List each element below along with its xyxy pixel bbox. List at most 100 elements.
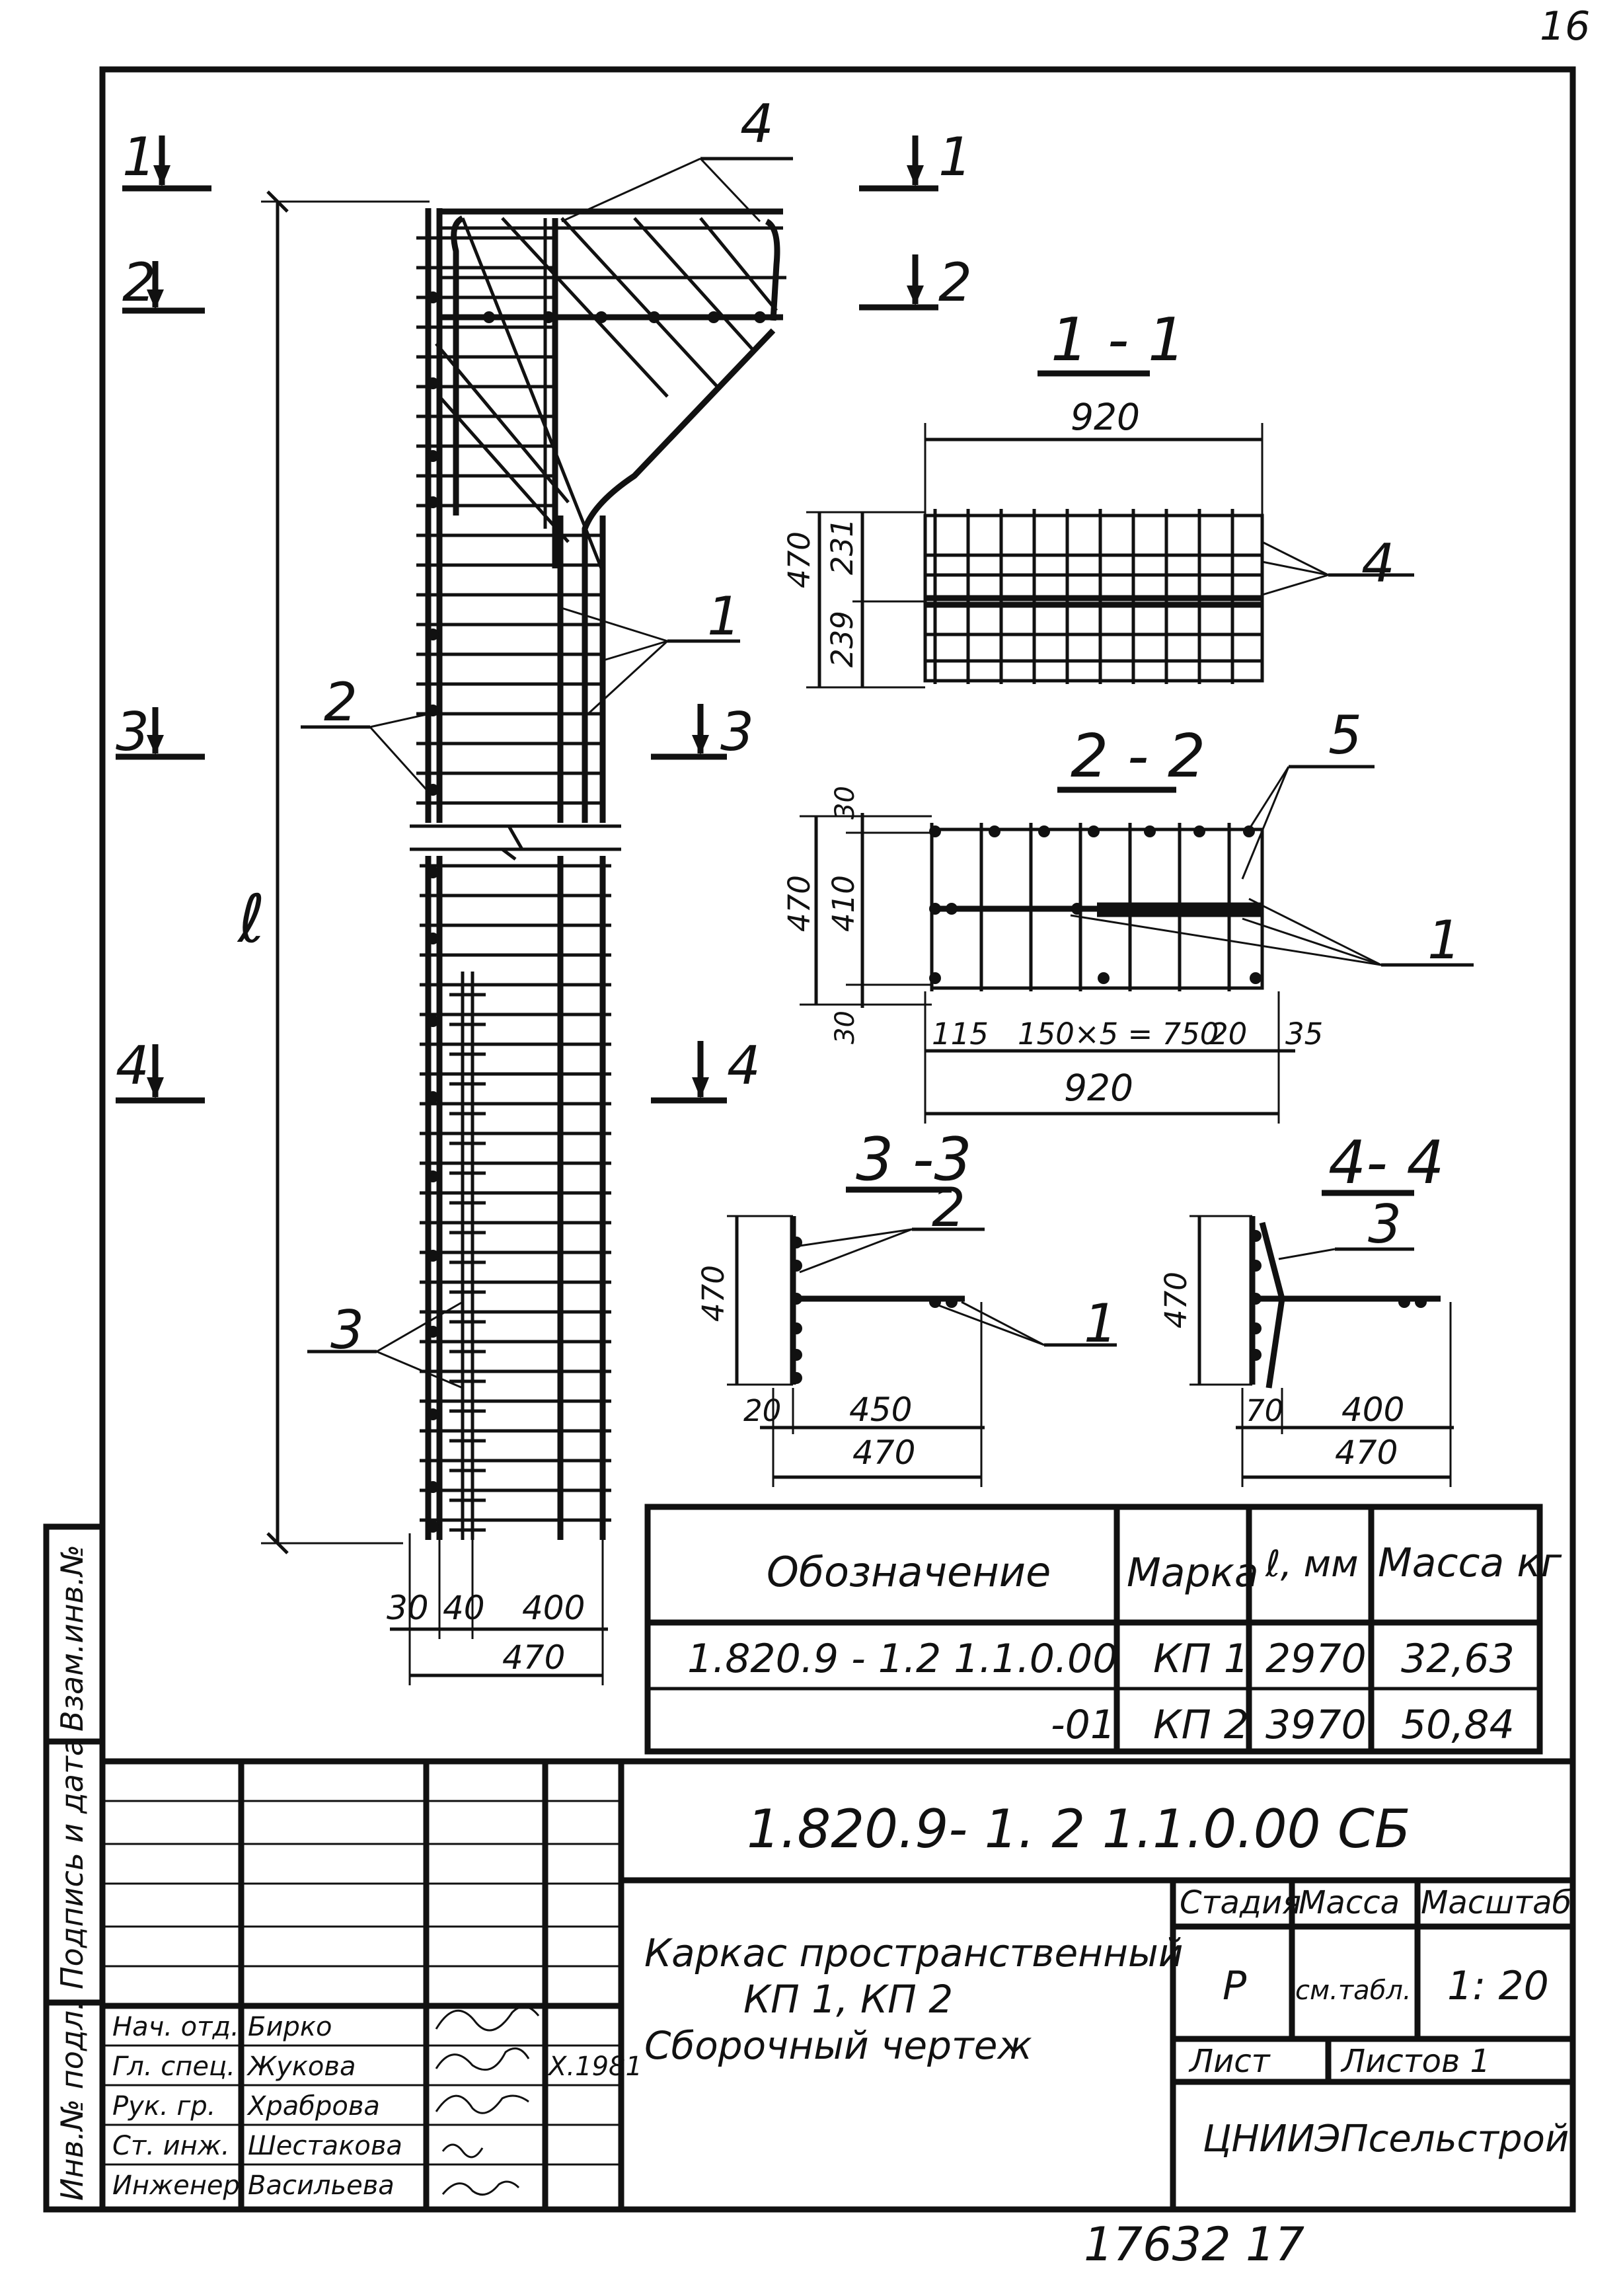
main-elevation-view: ℓ bbox=[237, 93, 793, 1685]
section-4-4-d70: 70 bbox=[1246, 1393, 1283, 1428]
staff-role-3: Рук. гр. bbox=[112, 2091, 216, 2122]
signature-3 bbox=[435, 2094, 529, 2114]
mass-value: см.табл. bbox=[1295, 1975, 1412, 2006]
stage-label: Стадия bbox=[1180, 1884, 1301, 1921]
table-r1-mass: 32,63 bbox=[1401, 1636, 1515, 1682]
section-4-4-callout: 3 bbox=[1368, 1194, 1402, 1255]
callout-4: 4 bbox=[740, 93, 774, 155]
side-podpis: Подпись и дата bbox=[54, 1738, 90, 1989]
table-header-length: ℓ, мм bbox=[1265, 1543, 1359, 1585]
section-4-4-height: 470 bbox=[1158, 1272, 1193, 1328]
staff-name-1: Бирко bbox=[248, 2012, 332, 2042]
side-vzam: Взам.инв.№ bbox=[54, 1545, 90, 1732]
section-4-4-d400: 400 bbox=[1341, 1391, 1404, 1429]
mass-label: Масса bbox=[1299, 1884, 1400, 1921]
table-header-mark: Марка bbox=[1127, 1550, 1259, 1596]
section-1-1-width: 920 bbox=[1071, 396, 1140, 438]
section-1-1-callout: 4 bbox=[1361, 533, 1395, 594]
table-header-mass: Масса кг bbox=[1378, 1540, 1562, 1586]
section-4-4-title: 4- 4 bbox=[1328, 1128, 1445, 1198]
section-mark-2-right: 2 bbox=[938, 252, 972, 313]
section-1-1-height: 470 bbox=[782, 531, 817, 588]
section-2-2-h-top: 30 bbox=[830, 786, 860, 820]
section-2-2-callout-top: 5 bbox=[1328, 705, 1362, 766]
scale-value: 1: 20 bbox=[1447, 1963, 1549, 2009]
side-strip: Взам.инв.№ Подпись и дата Инв.№ подл. bbox=[43, 1523, 106, 2213]
section-1-1-h-top: 231 bbox=[825, 518, 860, 575]
table-r2-mass: 50,84 bbox=[1401, 1702, 1515, 1748]
signature-4 bbox=[441, 2143, 484, 2159]
section-1-1-title: 1 - 1 bbox=[1051, 305, 1186, 375]
callout-2: 2 bbox=[324, 671, 358, 733]
staff-role-4: Ст. инж. bbox=[112, 2131, 230, 2161]
length-label: ℓ bbox=[237, 880, 265, 958]
section-2-2-d750: 150×5 = 750 bbox=[1018, 1016, 1219, 1052]
table-r1-mark: КП 1 bbox=[1153, 1636, 1249, 1682]
signature-1 bbox=[435, 2005, 540, 2032]
section-mark-4-left: 4 bbox=[116, 1035, 149, 1096]
callout-1: 1 bbox=[707, 586, 741, 647]
title-block: 1.820.9- 1. 2 1.1.0.00 СБ Каркас простра… bbox=[99, 1761, 1573, 2209]
organization: ЦНИИЭПсельстрой bbox=[1203, 2118, 1569, 2161]
dim-470: 470 bbox=[502, 1638, 565, 1677]
dim-400: 400 bbox=[522, 1589, 585, 1627]
section-2-2-title: 2 - 2 bbox=[1071, 722, 1205, 791]
section-2-2: 2 - 2 5 1 470 410 30 30 115 150×5 = 750 … bbox=[782, 705, 1474, 1124]
section-4-4: 4- 4 3 470 70 400 470 bbox=[1158, 1128, 1454, 1487]
section-mark-4-right: 4 bbox=[727, 1035, 761, 1096]
signature-2 bbox=[435, 2047, 530, 2071]
section-3-3-height: 470 bbox=[696, 1265, 731, 1322]
title-line-1: Каркас пространственный bbox=[644, 1931, 1183, 1975]
section-2-2-callout-right: 1 bbox=[1427, 909, 1461, 971]
staff-name-3: Храброва bbox=[246, 2091, 380, 2122]
sheet-label: Лист bbox=[1188, 2043, 1271, 2080]
signature-5 bbox=[441, 2180, 520, 2196]
table-r1-designation: 1.820.9 - 1.2 1.1.0.00 bbox=[687, 1636, 1117, 1682]
section-mark-2-left: 2 bbox=[122, 252, 156, 313]
sheets-label: Листов 1 bbox=[1340, 2043, 1490, 2080]
section-2-2-d35: 35 bbox=[1285, 1016, 1323, 1052]
section-3-3: 3 -3 2 1 470 20 450 470 bbox=[696, 1125, 1117, 1487]
section-2-2-width: 920 bbox=[1064, 1067, 1133, 1109]
title-line-2: КП 1, КП 2 bbox=[743, 1977, 953, 2022]
section-2-2-d20: 20 bbox=[1209, 1016, 1247, 1052]
section-2-2-d115: 115 bbox=[932, 1016, 989, 1052]
table-r2-length: 3970 bbox=[1265, 1702, 1367, 1748]
section-mark-1-left: 1 bbox=[122, 126, 156, 188]
section-2-2-h-mid: 410 bbox=[826, 875, 861, 932]
section-mark-3-right: 3 bbox=[720, 701, 754, 763]
section-4-4-d470: 470 bbox=[1335, 1434, 1398, 1472]
section-1-1-h-bottom: 239 bbox=[825, 611, 860, 668]
section-mark-3-left: 3 bbox=[116, 701, 149, 763]
dim-40: 40 bbox=[443, 1589, 485, 1627]
specification-table: Обозначение Марка ℓ, мм Масса кг 1.820.9… bbox=[644, 1504, 1562, 1755]
section-2-2-height: 470 bbox=[782, 875, 817, 932]
table-r2-designation: -01 bbox=[1051, 1702, 1115, 1748]
section-3-3-d20: 20 bbox=[743, 1393, 781, 1428]
side-inv: Инв.№ подл. bbox=[54, 2001, 90, 2201]
section-3-3-d450: 450 bbox=[849, 1391, 912, 1429]
staff-role-5: Инженер bbox=[112, 2170, 240, 2201]
section-mark-1-right: 1 bbox=[938, 126, 972, 188]
stage-value: Р bbox=[1223, 1963, 1247, 2009]
scale-label: Масштаб bbox=[1421, 1884, 1571, 1921]
dim-30: 30 bbox=[387, 1589, 429, 1627]
title-line-3: Сборочный чертеж bbox=[644, 2023, 1032, 2068]
document-code: 1.820.9- 1. 2 1.1.0.00 СБ bbox=[747, 1798, 1411, 1860]
section-3-3-d470: 470 bbox=[852, 1434, 915, 1472]
staff-name-4: Шестакова bbox=[248, 2131, 402, 2161]
staff-name-5: Васильева bbox=[248, 2170, 395, 2201]
section-1-1: 1 - 1 920 470 231 239 4 bbox=[782, 305, 1414, 689]
section-2-2-h-bottom: 30 bbox=[830, 1011, 860, 1044]
section-markers: 1 1 2 2 3 3 4 4 bbox=[116, 126, 972, 1104]
sign-date: Х.1981 bbox=[547, 2051, 642, 2082]
staff-name-2: Жукова bbox=[246, 2051, 356, 2082]
page-number: 16 bbox=[1540, 3, 1590, 50]
sheet-frame bbox=[99, 66, 1576, 2213]
table-header-designation: Обозначение bbox=[767, 1548, 1051, 1596]
footer-number: 17632 17 bbox=[1084, 2217, 1304, 2272]
staff-role-2: Гл. спец. bbox=[112, 2051, 235, 2082]
section-3-3-title: 3 -3 bbox=[856, 1125, 972, 1194]
table-r1-length: 2970 bbox=[1265, 1636, 1367, 1682]
